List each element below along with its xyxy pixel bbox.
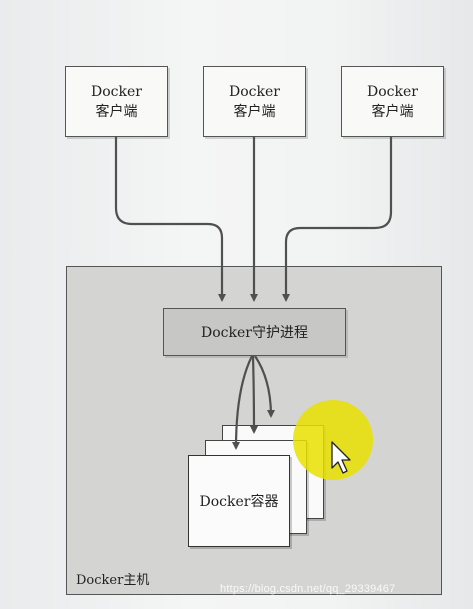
docker-container-box: Docker容器 xyxy=(188,455,290,547)
docker-daemon-label: Docker守护进程 xyxy=(201,325,308,341)
client-3-line2: 客户端 xyxy=(371,103,414,120)
client-1-line1: Docker xyxy=(91,83,142,100)
client-2-line2: 客户端 xyxy=(233,103,276,120)
docker-client-3: Docker 客户端 xyxy=(341,66,444,137)
client-2-line1: Docker xyxy=(229,83,280,100)
watermark-text: https://blog.csdn.net/qq_29339467 xyxy=(220,583,396,595)
docker-client-2: Docker 客户端 xyxy=(203,66,306,137)
docker-container-label: Docker容器 xyxy=(199,494,279,510)
docker-daemon-box: Docker守护进程 xyxy=(163,308,346,356)
client-3-line1: Docker xyxy=(367,83,418,100)
client-1-line2: 客户端 xyxy=(95,103,138,120)
docker-host-label: Docker主机 xyxy=(76,573,150,588)
docker-client-1: Docker 客户端 xyxy=(65,66,168,137)
